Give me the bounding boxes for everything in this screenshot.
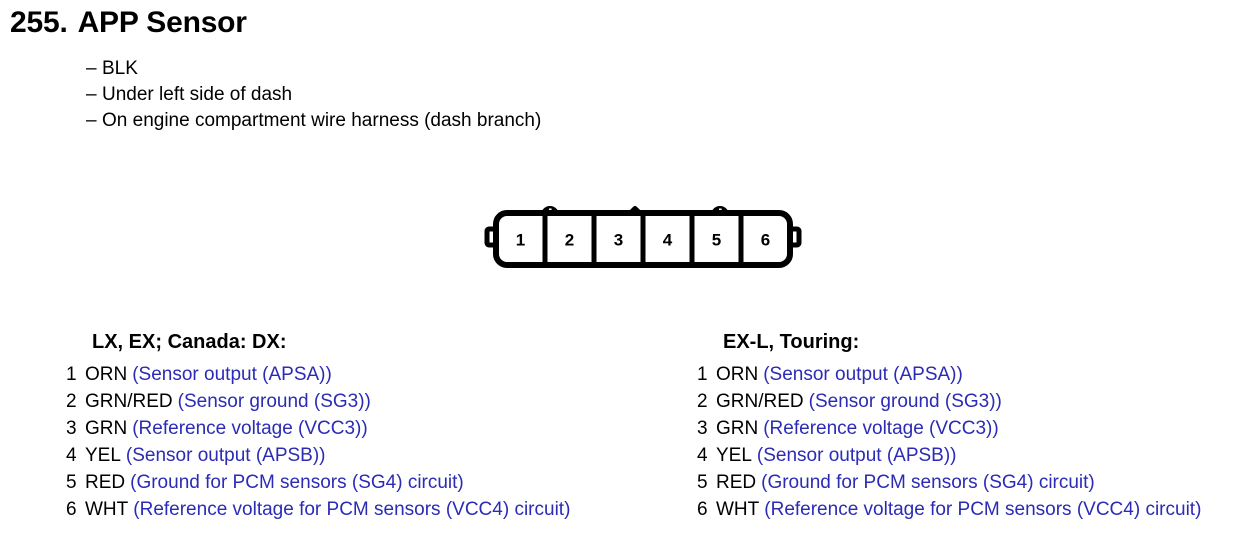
pin-row: 6 WHT(Reference voltage for PCM sensors (… bbox=[697, 496, 1201, 523]
pin-wire-color: GRN/RED bbox=[85, 391, 173, 412]
pin-number: 1 bbox=[697, 364, 708, 385]
page-title-text: APP Sensor bbox=[77, 6, 247, 39]
pin-wire-color: YEL bbox=[716, 445, 752, 466]
cavity-number-2: 2 bbox=[565, 231, 574, 250]
spec-dash: – bbox=[86, 58, 97, 79]
pin-row: 2 GRN/RED(Sensor ground (SG3)) bbox=[697, 388, 1201, 415]
pin-row: 5 RED(Ground for PCM sensors (SG4) circui… bbox=[697, 469, 1201, 496]
spec-item: –BLK bbox=[86, 56, 541, 82]
spec-item: –Under left side of dash bbox=[86, 82, 541, 108]
pin-wire-color: RED bbox=[716, 472, 757, 493]
pin-wire-color: GRN bbox=[716, 418, 759, 439]
pin-description: (Sensor ground (SG3)) bbox=[177, 391, 371, 412]
spec-text: Under left side of dash bbox=[102, 84, 293, 105]
spec-dash: – bbox=[86, 84, 97, 105]
column-heading: EX-L, Touring: bbox=[723, 331, 860, 353]
pin-row: 5 RED(Ground for PCM sensors (SG4) circui… bbox=[66, 469, 570, 496]
pin-wire-color: GRN/RED bbox=[716, 391, 804, 412]
pin-row: 1 ORN(Sensor output (APSA)) bbox=[697, 361, 1201, 388]
spec-item: –On engine compartment wire harness (das… bbox=[86, 108, 541, 134]
pin-row: 3 GRN(Reference voltage (VCC3)) bbox=[697, 415, 1201, 442]
cavity-number-4: 4 bbox=[663, 231, 673, 250]
pin-description: (Ground for PCM sensors (SG4) circuit) bbox=[761, 472, 1095, 493]
pin-description: (Sensor ground (SG3)) bbox=[808, 391, 1002, 412]
pin-number: 6 bbox=[66, 499, 77, 520]
pin-description: (Reference voltage for PCM sensors (VCC4… bbox=[764, 499, 1202, 520]
pin-number: 1 bbox=[66, 364, 77, 385]
connector-cavity-dividers bbox=[542, 216, 744, 262]
pin-description: (Ground for PCM sensors (SG4) circuit) bbox=[130, 472, 464, 493]
pin-number: 6 bbox=[697, 499, 708, 520]
spec-dash: – bbox=[86, 110, 97, 131]
cavity-number-5: 5 bbox=[712, 231, 721, 250]
pin-number: 5 bbox=[697, 472, 708, 493]
pin-wire-color: RED bbox=[85, 472, 126, 493]
pin-description: (Reference voltage (VCC3)) bbox=[763, 418, 999, 439]
page-title-number: 255. bbox=[10, 6, 68, 39]
pin-number: 2 bbox=[66, 391, 77, 412]
pin-wire-color: ORN bbox=[716, 364, 759, 385]
pin-number: 4 bbox=[66, 445, 77, 466]
pin-description: (Sensor output (APSA)) bbox=[763, 364, 963, 385]
pin-number: 3 bbox=[66, 418, 77, 439]
cavity-number-3: 3 bbox=[614, 231, 623, 250]
pin-wire-color: YEL bbox=[85, 445, 121, 466]
pin-number: 4 bbox=[697, 445, 708, 466]
pin-description: (Sensor output (APSA)) bbox=[132, 364, 332, 385]
pin-wire-color: GRN bbox=[85, 418, 128, 439]
pin-row: 4 YEL(Sensor output (APSB)) bbox=[697, 442, 1201, 469]
cavity-number-1: 1 bbox=[516, 231, 525, 250]
pin-description: (Reference voltage (VCC3)) bbox=[132, 418, 368, 439]
pin-row: 3 GRN(Reference voltage (VCC3)) bbox=[66, 415, 570, 442]
pin-wire-color: ORN bbox=[85, 364, 128, 385]
pin-number: 5 bbox=[66, 472, 77, 493]
pin-number: 2 bbox=[697, 391, 708, 412]
pin-wire-color: WHT bbox=[85, 499, 129, 520]
column-heading: LX, EX; Canada: DX: bbox=[92, 331, 287, 353]
cavity-number-6: 6 bbox=[761, 231, 770, 250]
pin-row: 2 GRN/RED(Sensor ground (SG3)) bbox=[66, 388, 570, 415]
pin-row: 1 ORN(Sensor output (APSA)) bbox=[66, 361, 570, 388]
pin-description: (Sensor output (APSB)) bbox=[756, 445, 957, 466]
spec-text: On engine compartment wire harness (dash… bbox=[102, 110, 542, 131]
page-title: 255. APP Sensor bbox=[10, 6, 247, 40]
spec-list: –BLK–Under left side of dash–On engine c… bbox=[86, 56, 541, 134]
pin-number: 3 bbox=[697, 418, 708, 439]
pin-column-right: EX-L, Touring: 1 ORN(Sensor output (APSA)… bbox=[697, 330, 1201, 523]
pin-row: 4 YEL(Sensor output (APSB)) bbox=[66, 442, 570, 469]
pin-description: (Reference voltage for PCM sensors (VCC4… bbox=[133, 499, 571, 520]
connector-diagram: 1 2 3 4 5 6 bbox=[483, 193, 803, 275]
pin-row: 6 WHT(Reference voltage for PCM sensors (… bbox=[66, 496, 570, 523]
spec-text: BLK bbox=[102, 58, 138, 79]
pin-description: (Sensor output (APSB)) bbox=[125, 445, 326, 466]
pin-wire-color: WHT bbox=[716, 499, 760, 520]
